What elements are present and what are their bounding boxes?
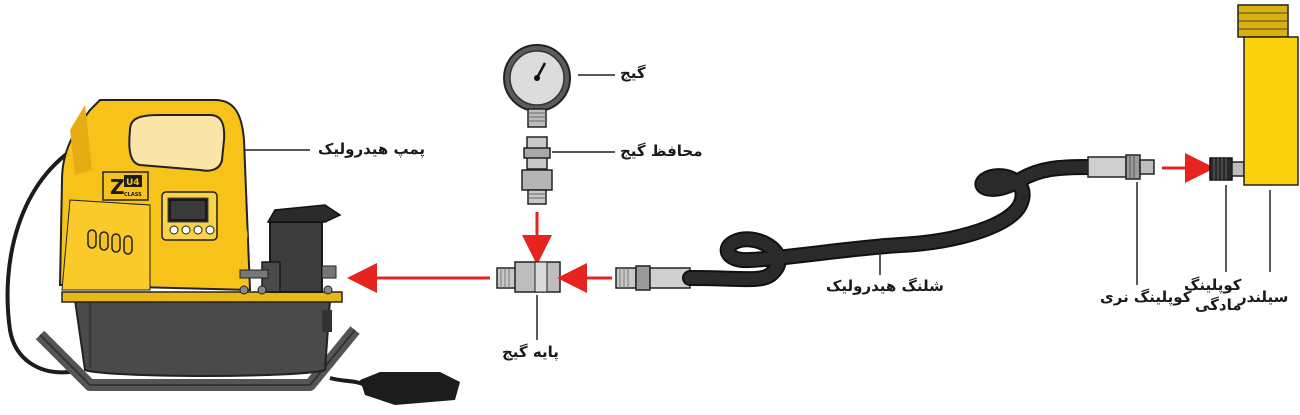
label-gauge-base: پایه گیج <box>502 343 559 361</box>
pump-button-icon <box>193 225 203 235</box>
hydraulic-pump: Z U4 CLASS <box>5 99 460 405</box>
label-female-coupler: کوپلینگ مادگی <box>1184 275 1242 315</box>
gauge-protector <box>521 136 553 205</box>
label-female-coupler-line2: مادگی <box>1194 296 1242 314</box>
female-coupler <box>1209 157 1245 181</box>
pump-reservoir <box>73 299 332 377</box>
pump-foot-pedal <box>360 372 460 405</box>
pump-power-cord <box>5 143 82 375</box>
pump-handle-window <box>128 114 226 172</box>
male-coupler <box>1087 154 1155 180</box>
pump-badge-letter: Z <box>110 175 125 199</box>
pump-button-icon <box>169 225 179 235</box>
gauge-base <box>496 261 561 293</box>
pump-hook <box>229 217 248 251</box>
label-cylinder: سیلندر <box>1238 288 1289 306</box>
label-gauge-protector: محافظ گیج <box>620 142 703 160</box>
label-male-coupler: کوپلینگ نری <box>1100 288 1192 306</box>
pressure-gauge <box>503 44 571 128</box>
pump-badge-model: U4 <box>126 178 140 188</box>
hydraulic-cylinder <box>1237 4 1299 186</box>
label-female-coupler-line1: کوپلینگ <box>1184 276 1242 294</box>
label-hose: شلنگ هیدرولیک <box>826 277 944 295</box>
pump-button-icon <box>181 225 191 235</box>
cylinder-body <box>1243 36 1299 186</box>
pump-vent-slots <box>87 229 133 255</box>
pump-button-icon <box>205 225 215 235</box>
pump-badge-class: CLASS <box>124 192 142 198</box>
label-pump: پمپ هیدرولیک <box>318 140 426 158</box>
pump-valve-lever <box>266 204 342 223</box>
pump-base-plate <box>61 291 343 303</box>
gauge-stem <box>527 108 547 128</box>
pump-output-port <box>321 265 337 279</box>
label-gauge: گیج <box>620 64 646 82</box>
hydraulic-hose <box>615 159 1096 291</box>
